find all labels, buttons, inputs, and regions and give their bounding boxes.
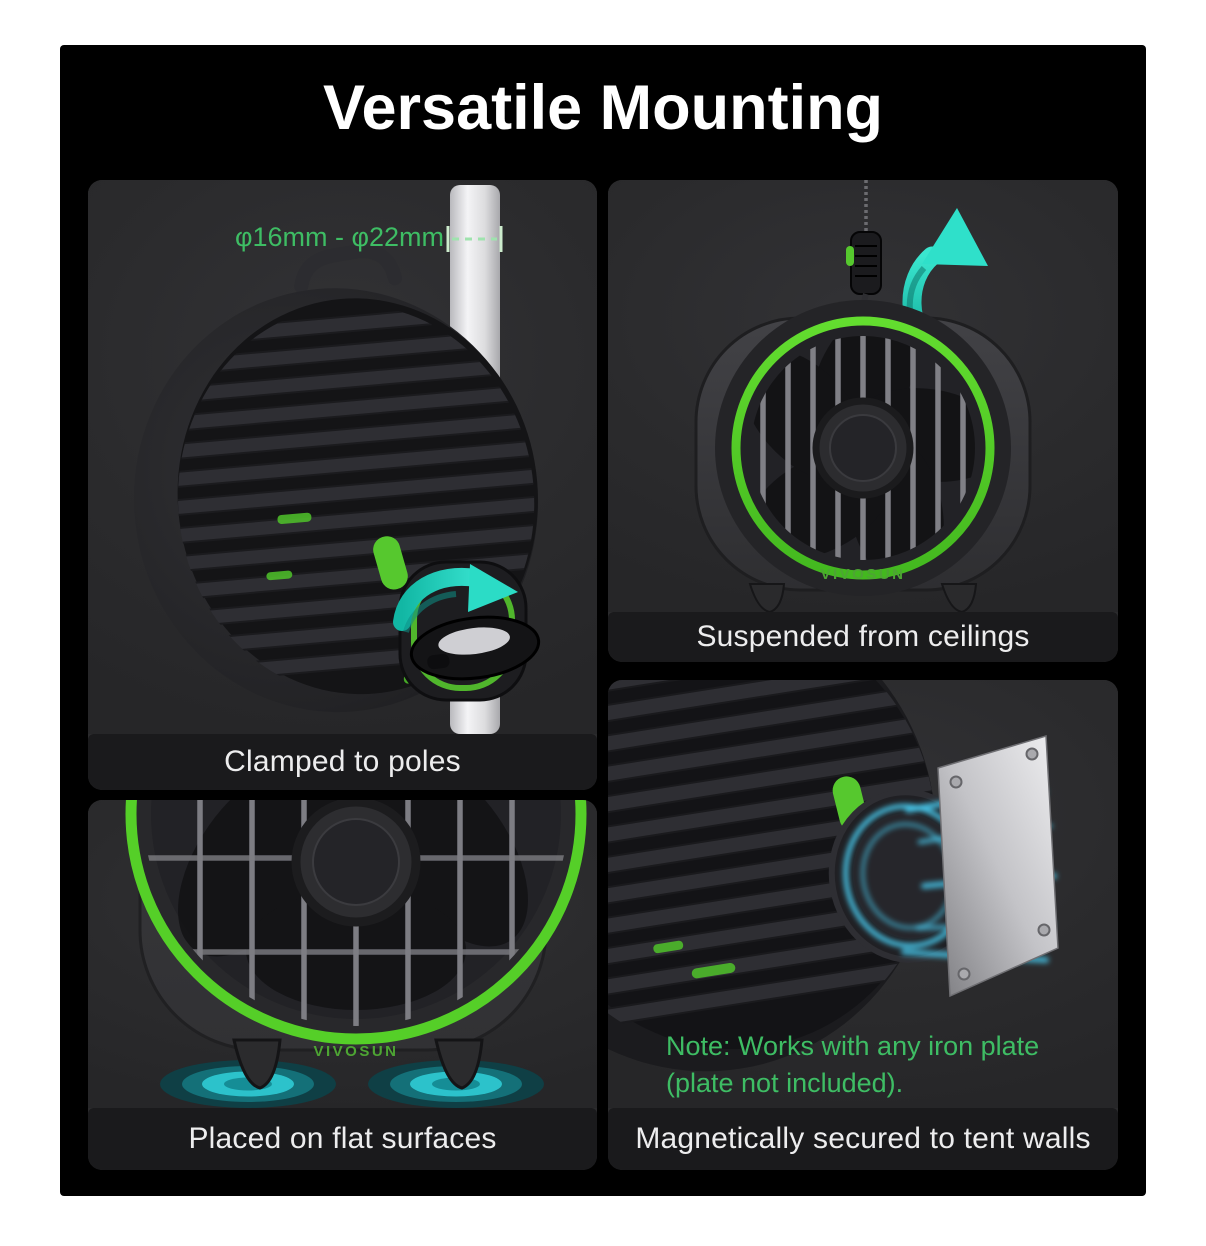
fan-feet [232,1038,484,1090]
flat-photo: VIVOSUN [88,800,597,1108]
fan-back-view [133,244,551,713]
diameter-measure-marker [446,226,503,252]
panel-magnet: Note: Works with any iron plate (plate n… [608,680,1118,1170]
green-accent-glimpses [653,940,736,979]
caption-bar: Clamped to poles [88,734,597,790]
caption-ceiling: Suspended from ceilings [696,620,1030,653]
fan-front-closeup: VIVOSUN [125,800,587,1060]
caption-bar: Placed on flat surfaces [88,1108,597,1170]
brand-logo: VIVOSUN [313,1043,398,1060]
caption-flat: Placed on flat surfaces [188,1122,497,1155]
pole-clamp [409,615,541,681]
caption-bar: Suspended from ceilings [608,612,1118,662]
caption-magnet: Magnetically secured to tent walls [635,1122,1091,1155]
rotate-arrow-icon [393,564,518,633]
magnet-note-line1: Note: Works with any iron plate [666,1031,1040,1061]
clamp-photo [88,180,597,734]
panel-clamp: φ16mm - φ22mm Clamped to poles [88,180,597,790]
fan-feet [748,583,978,612]
iron-plate [937,735,1059,998]
magnet-note: Note: Works with any iron plate (plate n… [666,1028,1039,1102]
pole-diameter-label: φ16mm - φ22mm [235,222,445,252]
caption-bar: Magnetically secured to tent walls [608,1108,1118,1170]
magnet-photo [608,680,1118,1108]
page-title: Versatile Mounting [322,73,884,143]
green-knob [373,536,408,590]
panel-ceiling: VIVOSUN Suspended from ceilings [608,180,1118,662]
ratchet-green-accent [846,246,854,266]
brand-logo: VIVOSUN [820,566,905,583]
magnet-note-line2: (plate not included). [666,1068,904,1098]
rope-ratchet [850,231,882,295]
plate-screw-holes [949,747,1051,981]
caption-clamp: Clamped to poles [224,745,461,778]
surface-ripples [160,1060,544,1108]
fan-front-view: VIVOSUN [694,300,1032,612]
fan-handle [294,244,402,294]
panel-flat: VIVOSUN Placed on flat surfaces [88,800,597,1170]
ceiling-photo: VIVOSUN [608,180,1118,612]
